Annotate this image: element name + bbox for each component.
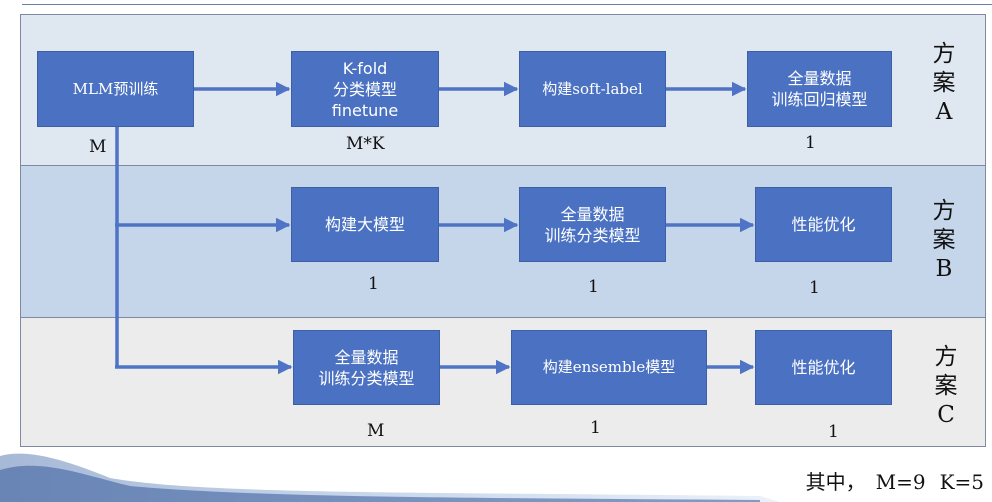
classify-c-count-label: M — [367, 421, 385, 441]
classify-b-count-label: 1 — [588, 277, 599, 297]
perf-b-count-label: 1 — [809, 278, 820, 298]
big-model-count-label: 1 — [368, 274, 379, 294]
full-data-classify-box-c: 全量数据 训练分类模型 — [293, 330, 440, 405]
kfold-finetune-box: K-fold 分类模型 finetune — [291, 51, 439, 127]
scheme-c-label: 方 案 C — [934, 344, 958, 428]
mlm-count-label: M — [89, 137, 107, 157]
ensemble-model-box: 构建ensemble模型 — [511, 330, 707, 405]
mlm-pretrain-box: MLM预训练 — [37, 51, 194, 127]
footnote-prefix: 其中， — [805, 470, 866, 494]
footnote-m-value: M=9 — [875, 470, 926, 494]
ensemble-count-label: 1 — [590, 418, 601, 438]
decorative-wave-graphic — [0, 453, 780, 502]
perf-c-count-label: 1 — [828, 422, 839, 442]
top-rule — [22, 4, 992, 5]
kfold-count-label: M*K — [346, 134, 385, 154]
soft-label-box: 构建soft-label — [519, 51, 666, 127]
footnote: 其中， M=9 K=5 — [806, 466, 984, 495]
perf-optimize-box-b: 性能优化 — [755, 187, 892, 262]
full-data-regression-box: 全量数据 训练回归模型 — [747, 51, 892, 127]
perf-optimize-box-c: 性能优化 — [755, 330, 892, 405]
regression-count-label: 1 — [805, 133, 816, 153]
full-data-classify-box-b: 全量数据 训练分类模型 — [519, 187, 666, 262]
scheme-b-label: 方 案 B — [932, 198, 956, 282]
scheme-a-label: 方 案 A — [932, 41, 956, 125]
big-model-box: 构建大模型 — [291, 187, 439, 262]
footnote-k-value: K=5 — [939, 470, 984, 494]
